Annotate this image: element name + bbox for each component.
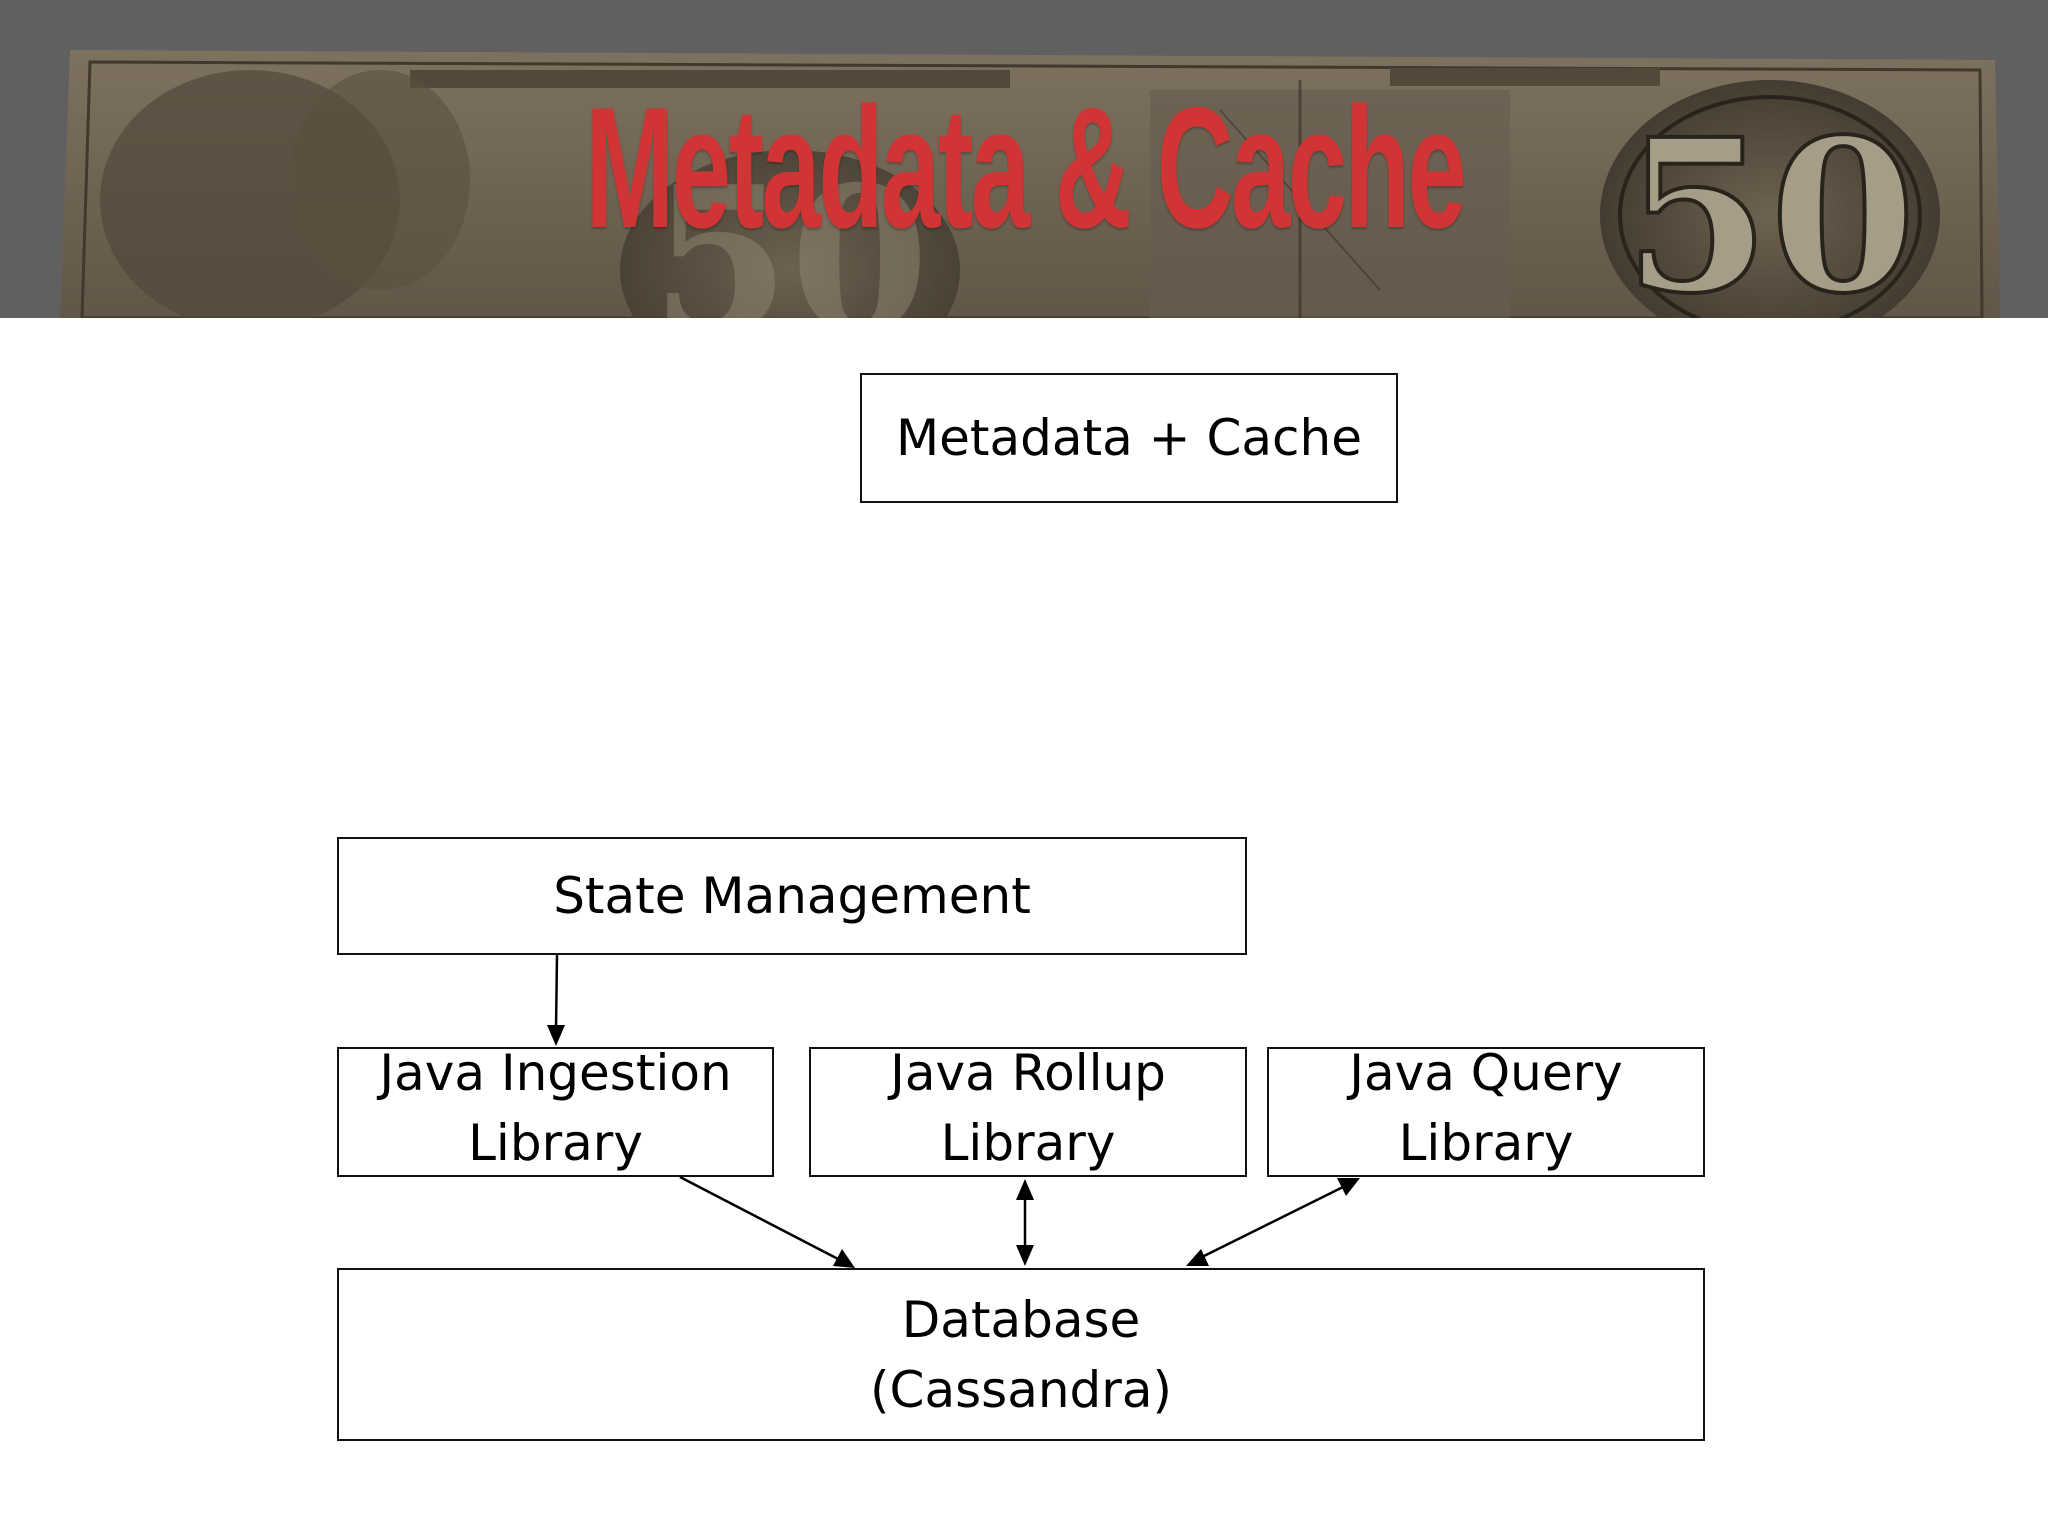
arrow-ingestion-to-database bbox=[679, 1175, 855, 1268]
arrow-query-database-bidirectional bbox=[1186, 1178, 1360, 1266]
java-ingestion-library-box: Java Ingestion Library bbox=[337, 1044, 774, 1177]
slide-title: Metadata & Cache bbox=[585, 72, 1466, 264]
metadata-cache-box: Metadata + Cache bbox=[860, 373, 1398, 503]
header-banner: 50 50 Metadata & Cache bbox=[0, 0, 2048, 318]
banknote-image: 50 50 bbox=[0, 0, 2048, 318]
database-box: Database (Cassandra) bbox=[337, 1268, 1705, 1441]
java-rollup-library-box: Java Rollup Library bbox=[809, 1044, 1247, 1177]
java-ingestion-library-label: Java Ingestion Library bbox=[379, 1044, 732, 1172]
state-management-box: State Management bbox=[337, 837, 1247, 955]
database-label: Database (Cassandra) bbox=[870, 1290, 1172, 1419]
java-query-library-box: Java Query Library bbox=[1267, 1044, 1705, 1177]
java-query-library-label: Java Query Library bbox=[1349, 1044, 1623, 1172]
arrow-rollup-database-bidirectional bbox=[1016, 1179, 1034, 1266]
metadata-cache-label: Metadata + Cache bbox=[896, 409, 1362, 467]
svg-text:50: 50 bbox=[1624, 93, 1916, 318]
state-management-label: State Management bbox=[553, 867, 1031, 925]
svg-text:50: 50 bbox=[651, 143, 929, 318]
arrow-state-to-ingestion bbox=[547, 954, 565, 1046]
java-rollup-library-label: Java Rollup Library bbox=[890, 1044, 1166, 1172]
